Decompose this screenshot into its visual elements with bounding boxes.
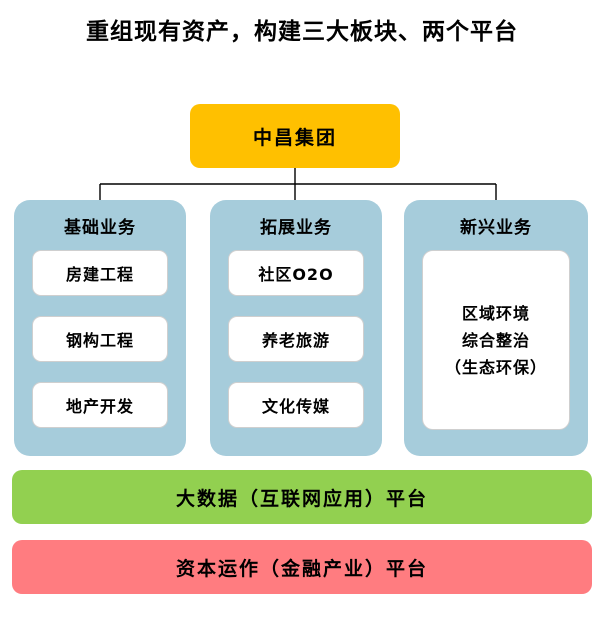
leaf-node: 地产开发	[32, 382, 168, 428]
leaf-node-label: 养老旅游	[261, 331, 330, 350]
leaf-node: 社区O2O	[228, 250, 364, 296]
leaf-node: 文化传媒	[228, 382, 364, 428]
leaf-node: 钢构工程	[32, 316, 168, 362]
leaf-node-label: 文化传媒	[261, 397, 330, 416]
platform-big-data-label: 大数据（互联网应用）平台	[175, 487, 428, 510]
column-basic-business: 基础业务 房建工程 钢构工程 地产开发	[14, 200, 186, 456]
column-expansion-business-header: 拓展业务	[260, 218, 332, 238]
platform-capital-operation: 资本运作（金融产业）平台	[12, 540, 592, 594]
column-emerging-business: 新兴业务 区域环境 综合整治 （生态环保）	[404, 200, 588, 456]
leaf-node-label: 房建工程	[65, 265, 134, 284]
leaf-node: 房建工程	[32, 250, 168, 296]
leaf-node-tall: 区域环境 综合整治 （生态环保）	[422, 250, 570, 430]
leaf-node-label: 地产开发	[65, 397, 134, 416]
platform-capital-operation-label: 资本运作（金融产业）平台	[175, 557, 428, 580]
leaf-node-label-line: 区域环境	[461, 303, 530, 323]
diagram-title: 重组现有资产，构建三大板块、两个平台	[86, 19, 518, 45]
leaf-node-label-line: （生态环保）	[444, 357, 547, 377]
leaf-node-label-line: 综合整治	[461, 330, 530, 350]
column-emerging-business-header: 新兴业务	[460, 218, 532, 238]
root-node-label: 中昌集团	[252, 126, 337, 149]
leaf-node-label: 钢构工程	[65, 331, 134, 350]
column-expansion-business: 拓展业务 社区O2O 养老旅游 文化传媒	[210, 200, 382, 456]
leaf-node: 养老旅游	[228, 316, 364, 362]
leaf-node-label: 社区O2O	[258, 265, 334, 284]
column-basic-business-header: 基础业务	[64, 218, 136, 238]
root-node: 中昌集团	[190, 104, 400, 168]
platform-big-data: 大数据（互联网应用）平台	[12, 470, 592, 524]
